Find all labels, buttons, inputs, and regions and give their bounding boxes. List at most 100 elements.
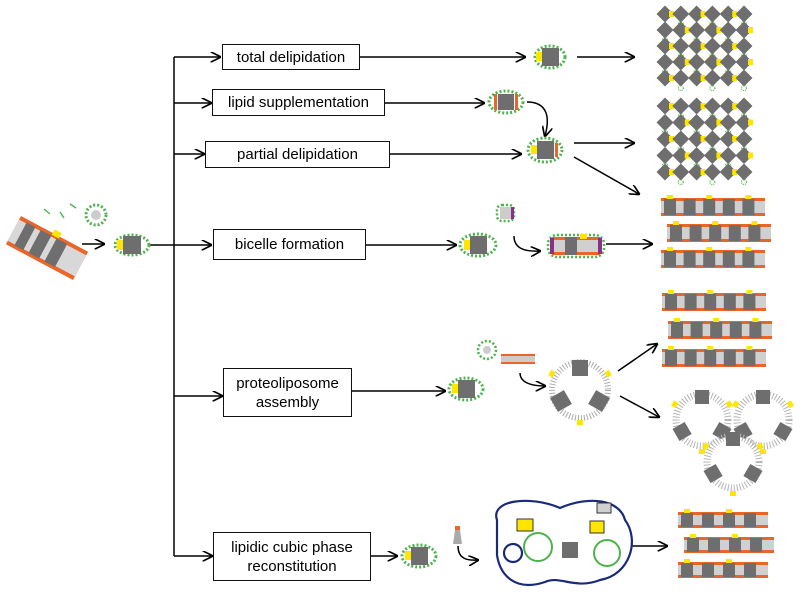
trimer-vesicle-c-tag xyxy=(756,442,764,451)
crystal-total-unit xyxy=(688,21,706,39)
stack-proteoliposome-tag xyxy=(746,290,753,294)
crystal-partial-tag xyxy=(732,103,738,109)
stack-proteoliposome-protein xyxy=(729,322,742,338)
trimer-vesicle-b-tag xyxy=(760,449,766,454)
method-box-lipidic-cubic-phase: lipidic cubic phase reconstitution xyxy=(213,532,371,581)
stack-cubic-tag xyxy=(726,559,732,563)
crystal-partial-tag xyxy=(700,169,706,175)
trimer-vesicle-b-protein xyxy=(756,390,770,404)
stack-cubic-tag xyxy=(690,534,696,538)
crystal-total-detergent xyxy=(693,36,700,44)
crystal-partial-unit xyxy=(719,114,737,131)
crystal-total-detergent xyxy=(740,52,748,60)
method-label-partial-delipidation: partial delipidation xyxy=(237,146,358,163)
stack-proteoliposome-protein xyxy=(665,350,677,366)
crystal-partial-unit xyxy=(656,147,674,164)
stack-cubic-protein xyxy=(750,538,762,552)
stack-proteoliposome-tag xyxy=(746,346,753,350)
complex-supplement xyxy=(487,89,525,115)
crystal-total-tag xyxy=(669,11,674,17)
crystal-total-tag xyxy=(732,75,738,81)
crystal-partial-unit xyxy=(735,163,753,181)
bicelle-empty xyxy=(495,203,516,223)
method-label-lipid-supplementation: lipid supplementation xyxy=(228,94,369,111)
crystal-total-tag xyxy=(732,11,738,17)
crystal-partial-unit xyxy=(735,114,753,131)
method-box-total-delipidation: total delipidation xyxy=(222,44,360,70)
crystal-total-detergent xyxy=(725,68,732,76)
crystal-partial-tag xyxy=(716,152,722,159)
stack-bicelle-protein xyxy=(722,199,735,215)
crystal-total-unit xyxy=(719,37,737,55)
stack-proteoliposome-protein xyxy=(723,350,736,366)
method-box-lipid-supplementation: lipid supplementation xyxy=(212,89,385,116)
crystal-total-detergent xyxy=(677,52,684,60)
stack-cubic-protein xyxy=(708,538,720,552)
crystal-total-unit xyxy=(688,37,706,55)
trimer-vesicle-b-tag xyxy=(786,400,794,409)
crystal-partial-tag xyxy=(716,119,722,126)
crystal-partial-unit xyxy=(688,114,706,131)
crystal-partial-unit xyxy=(672,97,690,115)
crystal-partial-unit xyxy=(656,114,674,131)
stack-proteoliposome-tag xyxy=(707,290,714,294)
method-label-proteoliposome-line2: assembly xyxy=(255,393,320,411)
lipid-bilayer-patch xyxy=(501,354,535,364)
crystal-total-tag xyxy=(700,11,706,17)
stack-cubic-protein xyxy=(723,513,735,527)
stack-cubic-tag xyxy=(726,509,732,513)
arrow-liposome-to-stack xyxy=(617,344,657,372)
crystal-total-unit xyxy=(656,37,674,55)
trimer-vesicle-a-tag xyxy=(699,449,705,454)
stack-bicelle-protein xyxy=(728,225,741,241)
crystal-partial-tag xyxy=(669,169,674,175)
crystal-total-unit xyxy=(688,69,706,87)
crystal-total-tag xyxy=(748,27,753,33)
crystal-partial-tag xyxy=(669,103,674,109)
crystal-total-detergent xyxy=(693,68,700,76)
stack-cubic-protein xyxy=(681,513,693,527)
stack-bicelle-protein xyxy=(703,251,716,267)
stack-bicelle-tag xyxy=(667,247,673,251)
stack-proteoliposome-tag xyxy=(668,346,674,350)
lipid-vesicle-small xyxy=(476,339,498,361)
stack-bicelle-tag xyxy=(751,221,758,225)
trimer-vesicle-a-protein xyxy=(695,390,709,404)
stack-cubic-protein xyxy=(702,513,714,527)
crystal-total-tag xyxy=(684,59,690,65)
crystal-total-tag xyxy=(700,75,706,81)
crystal-total-tag xyxy=(700,43,706,49)
crystal-total-unit xyxy=(703,37,721,55)
crystal-partial-unit xyxy=(719,163,737,181)
crystal-total-unit xyxy=(672,53,690,71)
stack-cubic-tag xyxy=(684,559,690,563)
stack-proteoliposome-tag xyxy=(752,318,759,322)
method-label-cubic-line2: reconstitution xyxy=(247,557,337,575)
crystal-partial-detergent xyxy=(693,162,700,169)
stack-proteoliposome-protein xyxy=(704,294,717,310)
crystal-partial-detergent xyxy=(677,145,684,153)
crystal-total-detergent xyxy=(709,20,716,28)
complex-bicelle xyxy=(458,232,498,258)
trimer-vesicle-c-tag xyxy=(730,491,736,496)
crystal-total-detergent xyxy=(709,84,716,92)
arrow-cubic-merge xyxy=(457,545,478,560)
stack-cubic-tag xyxy=(684,509,690,513)
crystal-partial-detergent xyxy=(725,129,732,136)
crystal-total-unit xyxy=(656,69,674,87)
stack-cubic-protein xyxy=(723,563,735,577)
stack-bicelle-tag xyxy=(706,247,713,251)
crystal-partial-unit xyxy=(672,147,690,164)
proteoliposome xyxy=(548,359,612,425)
crystal-total-unit xyxy=(703,53,721,71)
crystal-partial-unit xyxy=(703,97,721,115)
step-arrows xyxy=(82,57,667,560)
crystal-partial-unit xyxy=(735,97,753,115)
stack-proteoliposome-protein xyxy=(671,322,683,338)
crystal-partial-unit xyxy=(703,114,721,131)
stack-bicelle-tag xyxy=(667,195,673,199)
crystal-total-unit xyxy=(672,69,690,87)
crystal-total-detergent xyxy=(677,20,684,28)
arrow-vesicle-merge xyxy=(519,372,545,386)
crystal-total-detergent xyxy=(725,36,732,44)
